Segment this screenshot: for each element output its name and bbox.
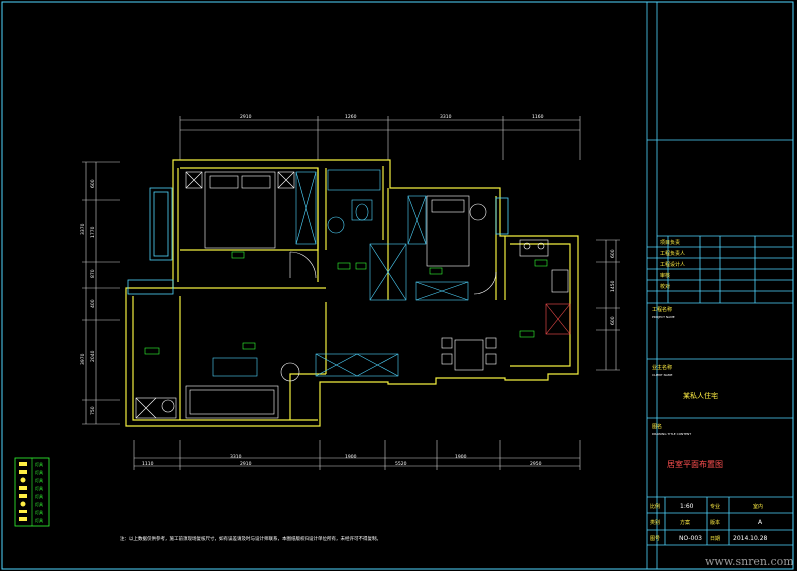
tb-drawing-sub: DRAWING TITLE CONTENT (652, 432, 691, 436)
title-block (646, 2, 793, 569)
dim-left-6: 400 (90, 299, 96, 308)
tb-sheet-value: 室内 (753, 503, 763, 510)
master-bed (204, 171, 276, 249)
tb-client-value: 某私人住宅 (683, 391, 718, 400)
tb-row-4: 审核 (660, 272, 670, 279)
dim-left-7: 2040 (90, 350, 96, 362)
watermark: www.snren.com (705, 555, 794, 568)
tb-row-3: 工程设计人 (660, 261, 685, 268)
dim-top-2: 1260 (345, 114, 357, 120)
legend-label-1: 灯具 (35, 461, 43, 467)
legend-label-3: 灯具 (35, 477, 43, 483)
tb-date-value: 2014.10.28 (733, 535, 768, 542)
tb-row-5: 校对 (660, 283, 670, 290)
walls (125, 159, 579, 427)
tb-no-value: NO-003 (679, 535, 702, 542)
dim-bot-2: 3310 (230, 454, 242, 460)
tb-type-value: 方案 (680, 519, 690, 526)
legend: 灯具 灯具 灯具 灯具 灯具 灯具 灯具 灯具 (14, 457, 50, 527)
second-bed (426, 195, 470, 267)
tb-date-label: 日期 (710, 536, 720, 542)
dimension-lines (82, 116, 620, 470)
tb-row-2: 工程负责人 (660, 250, 685, 257)
dim-top-1: 2910 (240, 114, 252, 120)
tb-drawing-label: 图名 (652, 423, 662, 430)
tb-scale-value: 1:60 (680, 503, 694, 510)
title-block-text: 项目 负责 工程负责人 工程设计人 审核 校对 工程名称 PROJECT NAM… (650, 239, 768, 542)
tb-type-label: 类别 (650, 519, 660, 526)
legend-label-8: 灯具 (35, 517, 43, 523)
dim-left-2: 3970 (80, 353, 86, 365)
tb-row-1a: 项目 (660, 240, 670, 246)
dim-left-4: 1770 (90, 226, 96, 238)
tb-drawing-title: 居室平面布置图 (667, 459, 723, 469)
dim-right-3: 600 (610, 316, 616, 325)
drawing-note: 注：以上数据仅供参考，施工前须现场复核尺寸，如有误差请及时与设计师联系，本图纸版… (120, 535, 381, 542)
tb-version-value: A (758, 519, 763, 526)
dim-top-4: 1160 (532, 114, 544, 120)
dim-right-2: 1450 (610, 280, 616, 292)
legend-label-5: 灯具 (35, 493, 43, 499)
dim-left-1: 3370 (80, 223, 86, 235)
dim-bot-7: 5520 (395, 461, 407, 467)
tb-project-sub: PROJECT NAME (652, 315, 675, 319)
dim-bot-5: 2950 (530, 461, 542, 467)
furniture (135, 169, 571, 419)
dim-bot-3: 1900 (345, 454, 357, 460)
tb-project-label: 工程名称 (652, 306, 672, 313)
tb-client-label: 业主名称 (652, 364, 672, 371)
tb-sheet-label: 专业 (710, 503, 720, 510)
room-tags (144, 251, 548, 355)
tb-scale-label: 比例 (650, 503, 660, 510)
dim-bot-4: 1900 (455, 454, 467, 460)
tb-no-label: 图号 (650, 536, 660, 542)
tb-client-sub: CLIENT NAME (652, 373, 672, 377)
legend-label-7: 灯具 (35, 509, 43, 515)
legend-label-6: 灯具 (35, 501, 43, 507)
dim-left-5: 870 (90, 269, 96, 278)
dim-left-8: 750 (90, 406, 96, 415)
windows (127, 187, 509, 295)
dim-bot-1: 1110 (142, 461, 154, 467)
dim-bot-6: 2910 (240, 461, 252, 467)
dim-left-3: 600 (90, 179, 96, 188)
tb-row-1b: 负责 (670, 239, 680, 246)
legend-label-2: 灯具 (35, 469, 43, 475)
dim-top-3: 3310 (440, 114, 452, 120)
dimension-texts: 2910 1260 3310 1160 1110 3310 1900 1900 … (80, 114, 616, 467)
dim-right-1: 600 (610, 249, 616, 258)
legend-label-4: 灯具 (35, 485, 43, 491)
tb-version-label: 版本 (710, 519, 720, 526)
